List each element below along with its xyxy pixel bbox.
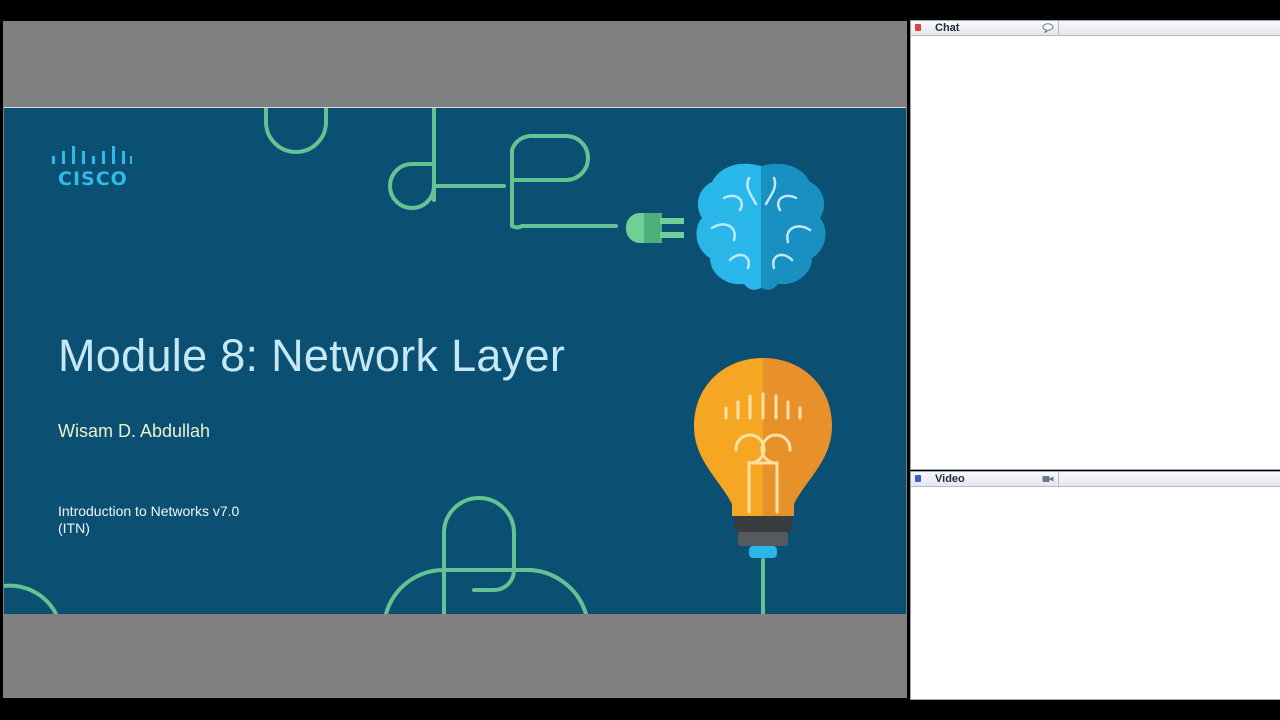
presentation-stage: CISCO Module 8: Network Layer Wisam D. A…: [3, 21, 907, 698]
slide-decoration: [4, 108, 832, 614]
bottom-letterbox: [0, 700, 1280, 720]
cisco-logo-bars: [52, 146, 132, 164]
circuit-line-cord: [510, 134, 618, 230]
lightbulb-icon: [694, 358, 832, 558]
cisco-logo-text: CISCO: [58, 168, 128, 190]
chat-panel-title: Chat: [935, 22, 960, 34]
slide: CISCO Module 8: Network Layer Wisam D. A…: [4, 107, 906, 614]
course-abbrev: (ITN): [58, 520, 90, 536]
brain-icon: [696, 163, 826, 290]
circuit-line-left: [387, 108, 506, 211]
chat-panel: Chat: [910, 20, 1280, 470]
chat-panel-body[interactable]: [911, 36, 1280, 469]
chat-panel-header[interactable]: Chat: [911, 21, 1280, 36]
chat-status-indicator: [915, 24, 921, 31]
video-panel: Video: [910, 471, 1280, 700]
video-panel-title: Video: [935, 473, 965, 485]
header-separator: [1058, 21, 1059, 35]
circuit-line-bottom: [384, 496, 588, 614]
cisco-logo: CISCO: [50, 146, 132, 192]
course-name: Introduction to Networks v7.0: [58, 503, 240, 519]
plug-icon: [626, 213, 684, 243]
video-camera-icon[interactable]: [1042, 474, 1054, 484]
slide-title: Module 8: Network Layer: [58, 330, 566, 381]
video-status-indicator: [915, 475, 921, 482]
circuit-line-top: [264, 108, 328, 154]
header-separator: [1058, 472, 1059, 486]
circuit-line-corner: [4, 583, 58, 614]
video-panel-header[interactable]: Video: [911, 472, 1280, 487]
slide-course: Introduction to Networks v7.0 (ITN): [58, 503, 239, 537]
video-panel-body: [911, 487, 1280, 699]
slide-author: Wisam D. Abdullah: [58, 421, 211, 441]
top-letterbox: [0, 0, 1280, 20]
chat-bubble-icon[interactable]: [1042, 23, 1054, 33]
